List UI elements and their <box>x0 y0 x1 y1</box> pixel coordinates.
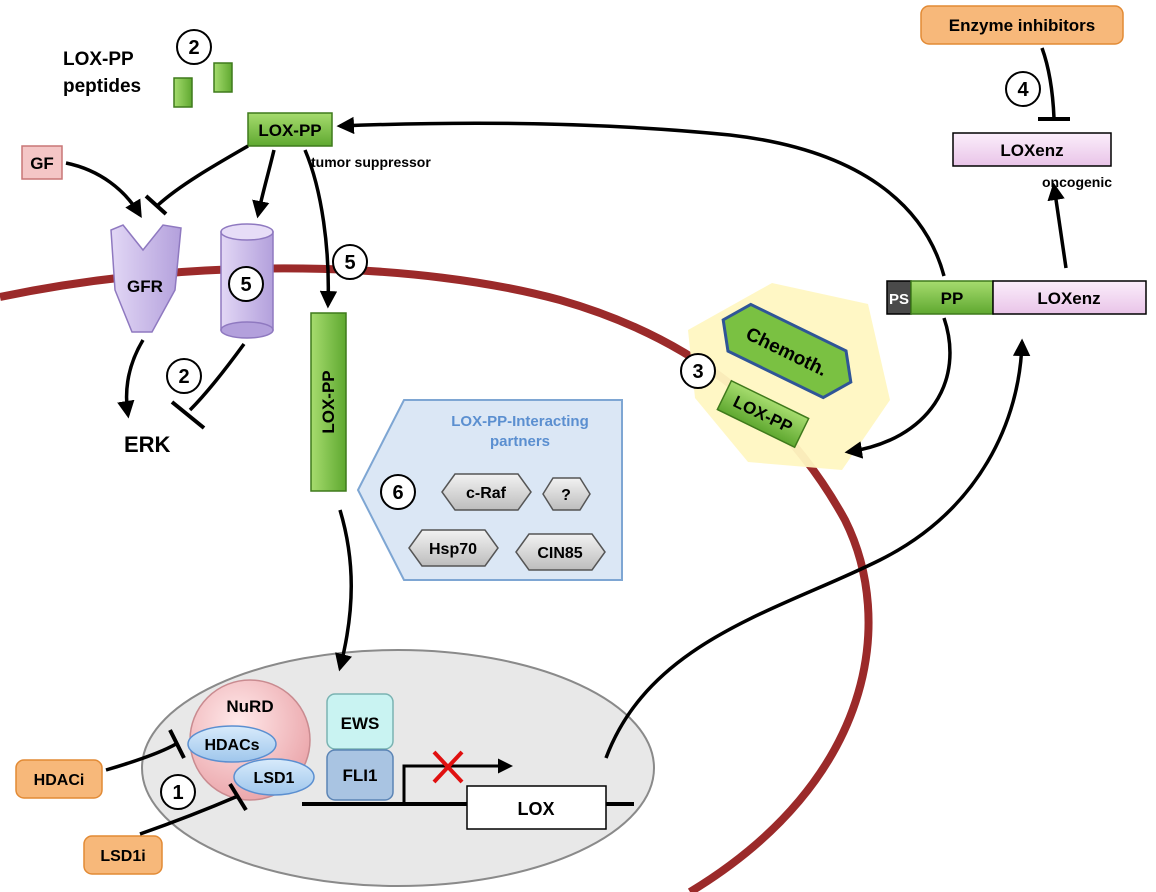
svg-text:Enzyme inhibitors: Enzyme inhibitors <box>949 16 1095 35</box>
svg-text:LOX: LOX <box>517 799 554 819</box>
lox-pp-peptides-label-line1: LOX-PP <box>63 49 134 70</box>
svg-text:5: 5 <box>240 274 251 296</box>
lox-pp-to-nucleus-arrow <box>335 509 353 672</box>
svg-text:3: 3 <box>692 361 703 383</box>
lox-pp-import-arrow <box>303 149 338 309</box>
svg-text:2: 2 <box>188 37 199 59</box>
fli1-box: FLI1 <box>326 749 394 801</box>
interacting-title-line1: LOX-PP-Interacting <box>451 413 589 430</box>
erk-label: ERK <box>124 432 171 457</box>
unknown-partner-hexagon: ? <box>542 477 591 511</box>
svg-text:EWS: EWS <box>341 714 380 733</box>
svg-text:2: 2 <box>178 366 189 388</box>
loxenz-activation-arrow <box>1047 182 1068 269</box>
svg-text:?: ? <box>561 487 571 504</box>
erk-inhibition-bar <box>170 400 206 430</box>
svg-text:LOX-PP: LOX-PP <box>258 121 321 140</box>
step-5-channel-marker: 5 <box>228 266 264 302</box>
lox-pp-peptides-label-line2: peptides <box>63 76 141 97</box>
svg-text:LOXenz: LOXenz <box>1000 141 1063 160</box>
svg-text:HDACi: HDACi <box>34 772 85 789</box>
svg-text:GFR: GFR <box>127 277 163 296</box>
lsd1i-box: LSD1i <box>83 835 163 875</box>
svg-text:GF: GF <box>30 154 54 173</box>
svg-text:LOXenz: LOXenz <box>1037 289 1100 308</box>
gf-to-gfr-arrow <box>65 161 142 219</box>
peptide-block-2 <box>213 62 233 93</box>
lox-pp-to-channel-arrow <box>252 149 276 219</box>
lox-pp-inhibits-gfr <box>156 144 249 207</box>
svg-text:5: 5 <box>344 252 355 274</box>
step-2-erk-marker: 2 <box>166 358 202 394</box>
svg-text:1: 1 <box>172 782 183 804</box>
interacting-title-line2: partners <box>490 433 550 450</box>
hdaci-box: HDACi <box>15 759 103 799</box>
gfr-receptor: GFR <box>110 224 182 333</box>
svg-text:NuRD: NuRD <box>226 697 273 716</box>
tumor-suppressor-label: tumor suppressor <box>311 154 431 170</box>
lox-expression-arrow <box>604 338 1031 759</box>
hdaci-inhibits-hdacs <box>105 742 177 772</box>
svg-text:PS: PS <box>889 291 909 308</box>
svg-text:FLI1: FLI1 <box>343 766 378 785</box>
lox-gene-box: LOX <box>466 785 607 830</box>
loxenz-active-box: LOXenz <box>952 132 1112 167</box>
step-4-marker: 4 <box>1005 71 1041 107</box>
transcription-start-arrow <box>402 758 513 804</box>
gfr-to-erk-arrow <box>117 339 145 419</box>
svg-text:c-Raf: c-Raf <box>466 485 507 502</box>
step-6-marker: 6 <box>380 474 416 510</box>
hdaci-inhibition-bar <box>168 729 186 759</box>
svg-text:LSD1i: LSD1i <box>100 848 145 865</box>
step-2-peptides-marker: 2 <box>176 29 212 65</box>
c-raf-hexagon: c-Raf <box>441 473 532 511</box>
pro-lox-bar: PS PP LOXenz <box>886 280 1147 315</box>
svg-text:4: 4 <box>1017 79 1029 101</box>
lsd1i-inhibits-lsd1 <box>139 794 239 836</box>
svg-text:Hsp70: Hsp70 <box>429 541 477 558</box>
svg-text:6: 6 <box>392 482 403 504</box>
blocked-transcription-x <box>432 750 464 784</box>
cin85-hexagon: CIN85 <box>515 533 606 571</box>
step-5-import-marker: 5 <box>332 244 368 280</box>
enzyme-inhibitor-arrow <box>1040 47 1056 119</box>
inhibition-bar <box>144 194 168 216</box>
step-1-marker: 1 <box>160 774 196 810</box>
ews-box: EWS <box>326 693 394 750</box>
hdacs-oval: HDACs <box>187 725 277 763</box>
pp-to-chemo-arrow <box>844 317 952 459</box>
svg-text:HDACs: HDACs <box>204 737 259 754</box>
svg-text:LSD1: LSD1 <box>254 770 295 787</box>
lox-pp-intracellular-bar: LOX-PP <box>310 312 347 492</box>
enzyme-inhibitors-box: Enzyme inhibitors <box>920 5 1124 45</box>
svg-text:PP: PP <box>941 289 964 308</box>
step-3-marker: 3 <box>680 353 716 389</box>
gf-box: GF <box>21 145 63 180</box>
lsd1i-inhibition-bar <box>228 782 248 812</box>
hsp70-hexagon: Hsp70 <box>408 529 499 567</box>
svg-text:CIN85: CIN85 <box>537 545 582 562</box>
pp-release-arrow <box>336 116 946 277</box>
peptide-block-1 <box>173 77 193 108</box>
loxenz-segment <box>992 280 1147 315</box>
ps-segment <box>886 280 912 315</box>
lox-pp-extracellular-box: LOX-PP <box>247 112 333 147</box>
channel-inhibits-erk <box>188 342 246 412</box>
lsd1-oval: LSD1 <box>233 758 315 796</box>
svg-text:LOX-PP: LOX-PP <box>319 370 338 433</box>
